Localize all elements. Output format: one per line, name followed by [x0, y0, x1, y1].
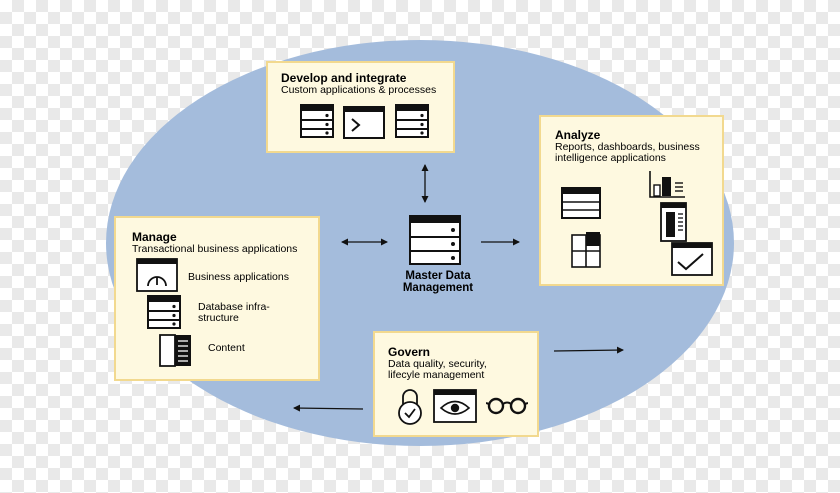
develop-card: Develop and integrate Custom application… — [266, 61, 455, 153]
line-chart-icon — [671, 242, 713, 276]
mdm-label-line1: Master Data — [405, 270, 471, 282]
bar-chart-icon — [649, 171, 685, 198]
arrow-govern-out-right — [553, 346, 624, 354]
manage-subtitle: Transactional business applications — [132, 243, 298, 255]
dashboard-grid-icon — [571, 232, 601, 268]
book-icon — [159, 334, 191, 367]
terminal-icon — [343, 106, 385, 139]
report-icon — [660, 202, 687, 242]
lock-check-icon — [398, 389, 422, 425]
govern-subtitle-line1: Data quality, security, — [388, 358, 487, 370]
govern-subtitle-line2: lifecyle management — [388, 369, 485, 381]
mdm-label: Master Data Management — [386, 270, 490, 294]
eye-icon — [433, 389, 477, 423]
govern-title: Govern — [388, 345, 431, 359]
manage-item-3-label: Content — [208, 342, 245, 354]
server-icon — [395, 104, 429, 138]
develop-subtitle: Custom applications & processes — [281, 84, 437, 96]
table-icon — [561, 187, 601, 219]
analyze-subtitle-line1: Reports, dashboards, business — [555, 141, 700, 153]
server-icon — [300, 104, 334, 138]
manage-item-2-label-line2: structure — [198, 312, 239, 324]
arrow-govern-out-left — [293, 404, 364, 412]
manage-item-1-label: Business applications — [188, 271, 289, 283]
manage-title: Manage — [132, 230, 177, 244]
server-stack-icon — [409, 215, 461, 265]
database-server-icon — [147, 295, 181, 329]
analyze-subtitle-line2: intelligence applications — [555, 152, 666, 164]
analyze-card: Analyze Reports, dashboards, business in… — [539, 115, 724, 286]
govern-card: Govern Data quality, security, lifecyle … — [373, 331, 539, 437]
analyze-title: Analyze — [555, 128, 601, 142]
glasses-icon — [486, 397, 528, 415]
manage-card: Manage Transactional business applicatio… — [114, 216, 320, 381]
manage-item-2-label-line1: Database infra- — [198, 301, 270, 313]
develop-title: Develop and integrate — [281, 71, 407, 85]
mdm-label-line2: Management — [402, 282, 474, 294]
gauge-icon — [136, 258, 178, 292]
